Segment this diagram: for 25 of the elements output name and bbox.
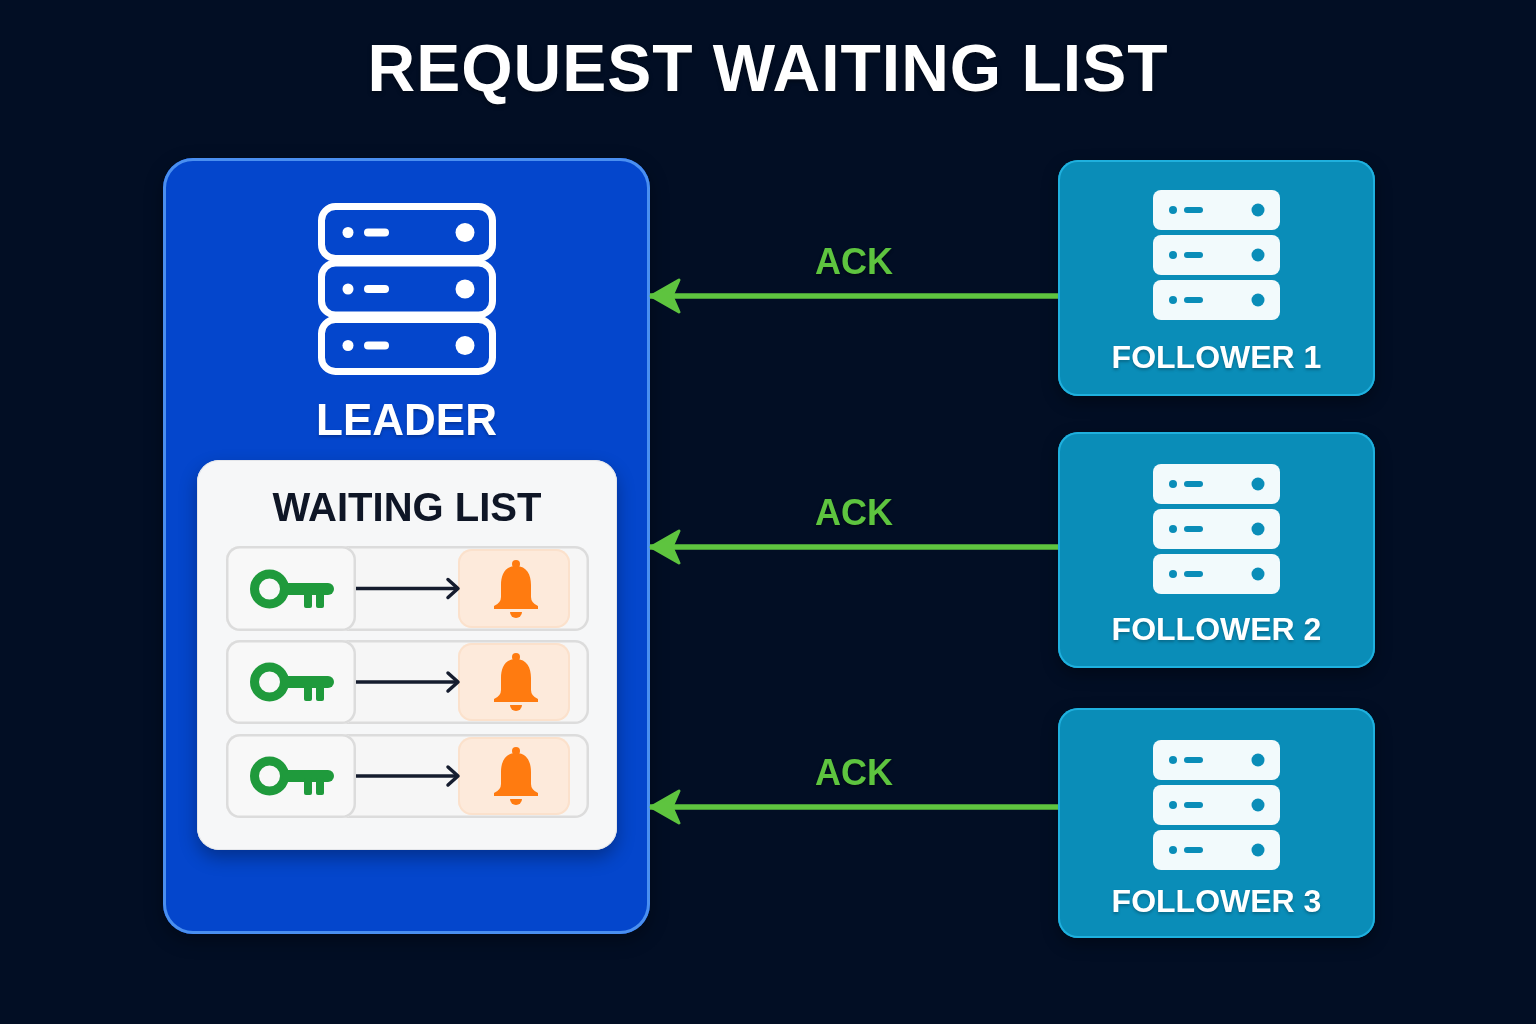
key-tile [226,734,356,818]
follower-card [1058,432,1375,668]
key-tile [226,640,356,724]
arrow [649,529,1058,565]
bell-tile [458,643,570,721]
bell-tile [458,737,570,815]
arrow [356,765,460,787]
card-heading: WAITING LIST [272,487,542,527]
node-label: FOLLOWER 2 [1111,613,1322,645]
arrow [649,789,1058,825]
node-label: FOLLOWER 3 [1111,885,1322,917]
list-entry [226,640,589,724]
node-label: LEADER [316,398,497,442]
arrow [356,577,460,600]
key-tile [226,546,356,631]
bell-tile [458,549,570,628]
node-label: FOLLOWER 1 [1111,341,1322,373]
leader-panel [163,158,650,934]
arrow [356,671,460,693]
follower-card [1058,708,1375,938]
list-entry [226,546,589,631]
arrow [649,278,1058,314]
waiting-list-card [197,460,617,850]
list-entry [226,734,589,818]
follower-card [1058,160,1375,396]
